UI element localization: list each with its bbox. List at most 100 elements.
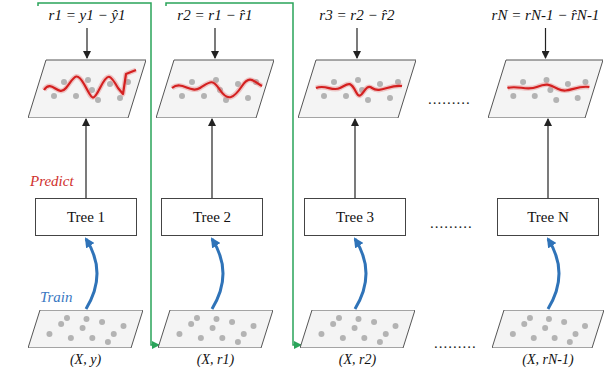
plane-outline <box>156 60 274 118</box>
data-point <box>318 331 324 337</box>
data-point <box>213 316 219 322</box>
data-point <box>377 81 383 87</box>
data-point <box>387 95 393 101</box>
tree-label: Tree 2 <box>193 208 231 226</box>
data-point <box>553 97 559 103</box>
data-plane: (X, y) <box>28 310 143 370</box>
data-point <box>330 321 336 327</box>
data-point <box>336 315 342 321</box>
data-point <box>527 315 533 321</box>
residual-formula: r2 = r1 − r̂1 <box>177 6 252 24</box>
train-arrow <box>548 239 559 309</box>
curve-line <box>507 85 589 91</box>
plane-figure <box>28 310 143 348</box>
data-point <box>331 79 337 85</box>
data-point <box>352 325 358 331</box>
curve-halo <box>507 85 589 91</box>
tree-label: Tree 1 <box>67 208 105 226</box>
prediction-plane: r2 = r1 − r̂1 <box>156 6 274 118</box>
data-point <box>542 325 548 331</box>
data-point <box>188 321 194 327</box>
curve-line <box>316 84 402 96</box>
data-point <box>105 339 111 345</box>
train-arrow <box>86 239 97 309</box>
data-point <box>210 325 216 331</box>
tree-box: Tree 3 <box>304 198 406 236</box>
predict-arrow <box>547 119 548 198</box>
plane-outline <box>298 60 416 118</box>
prediction-curve <box>44 70 136 98</box>
data-point <box>121 323 127 329</box>
prediction-plane: rN = rN-1 − r̂N-1 <box>488 6 603 118</box>
data-point <box>189 79 195 85</box>
data-point <box>176 331 182 337</box>
data-point <box>343 93 349 99</box>
predict-arrow <box>211 119 212 198</box>
data-point <box>194 315 200 321</box>
data-point <box>68 335 74 341</box>
plane-outline <box>28 60 146 118</box>
dataset-label: (X, r1) <box>197 352 234 368</box>
tree-box: Tree 1 <box>35 198 137 236</box>
data-point <box>355 316 361 322</box>
prediction-curve <box>507 85 589 91</box>
prediction-plane: r3 = r2 − r̂2 <box>298 6 416 118</box>
data-point <box>546 316 552 322</box>
residual-formula: r1 = y1 − ŷ1 <box>49 6 126 24</box>
dataset-label: (X, rN-1) <box>522 352 573 368</box>
data-point <box>179 93 185 99</box>
data-point <box>371 319 377 325</box>
output-arrow <box>356 28 357 58</box>
data-point <box>201 93 207 99</box>
data-point <box>235 339 241 345</box>
data-point <box>361 335 367 341</box>
data-point <box>64 315 70 321</box>
residual-formula: rN = rN-1 − r̂N-1 <box>492 6 600 24</box>
data-point <box>51 93 57 99</box>
output-arrow <box>86 28 87 58</box>
data-point <box>573 331 579 337</box>
data-point <box>582 323 588 329</box>
dataset-label: (X, r2) <box>339 352 376 368</box>
plane-figure <box>158 310 273 348</box>
data-point <box>83 316 89 322</box>
curve-halo <box>44 70 136 98</box>
plane-figure <box>492 310 604 348</box>
data-point <box>561 319 567 325</box>
plane-outline <box>300 310 415 348</box>
plane-figure <box>300 310 415 348</box>
data-point <box>245 95 251 101</box>
data-point <box>229 319 235 325</box>
data-point <box>383 331 389 337</box>
data-point <box>365 97 371 103</box>
output-arrow <box>545 28 546 58</box>
data-point <box>531 335 537 341</box>
prediction-curve <box>316 84 402 96</box>
tree-label: Tree N <box>527 208 569 226</box>
data-point <box>575 95 581 101</box>
plane-outline <box>28 310 143 348</box>
data-point <box>520 79 526 85</box>
output-arrow <box>214 28 215 58</box>
data-point <box>251 323 257 329</box>
curve-line <box>172 80 262 98</box>
plane-outline <box>492 310 604 348</box>
data-point <box>340 335 346 341</box>
data-plane: (X, rN-1) <box>492 310 604 370</box>
data-point <box>355 77 361 83</box>
predict-arrow <box>354 119 355 198</box>
train-arrow <box>355 239 366 309</box>
data-point <box>80 325 86 331</box>
train-arrow <box>212 239 223 309</box>
data-point <box>582 79 588 85</box>
data-point <box>510 93 516 99</box>
curve-halo <box>316 84 402 96</box>
residual-formula: r3 = r2 − r̂2 <box>319 6 394 24</box>
curve-halo <box>172 80 262 98</box>
ellipsis: ......... <box>428 90 471 108</box>
tree-box: Tree N <box>497 198 599 236</box>
tree-box: Tree 2 <box>161 198 263 236</box>
plane-outline <box>488 60 603 118</box>
data-point <box>565 81 571 87</box>
ellipsis: ......... <box>430 214 473 232</box>
